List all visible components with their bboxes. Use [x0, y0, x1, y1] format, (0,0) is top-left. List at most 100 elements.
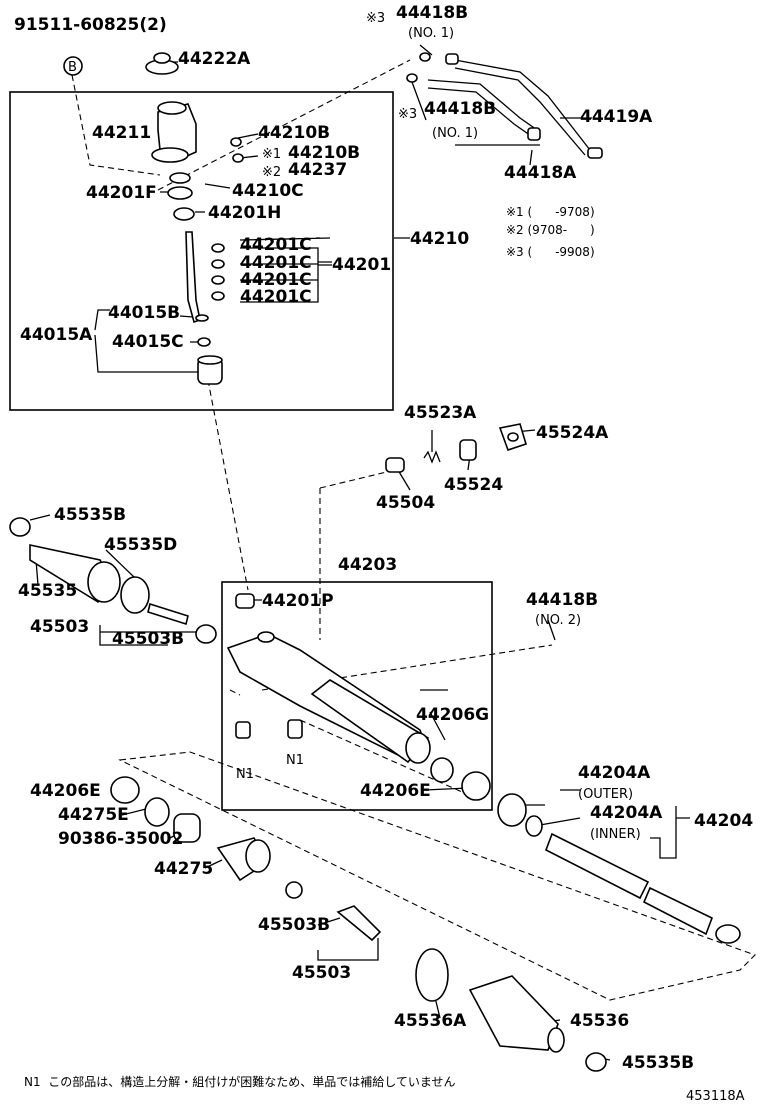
- seal-44206e-left: [110, 776, 140, 804]
- cap-44222a-top: [153, 52, 171, 64]
- bushing-44201h: [173, 207, 195, 221]
- clamp-45536a: [415, 948, 449, 1002]
- ref-mark-3-mid: ※3: [398, 107, 417, 122]
- label-91511: 91511-60825(2): [14, 15, 167, 35]
- note-2: ※2 (9708- ): [506, 223, 595, 237]
- ring-44015c: [197, 337, 211, 347]
- label-outer: (OUTER): [578, 787, 633, 802]
- ref-mark-2: ※2: [262, 165, 281, 180]
- rack-housing-port: [257, 631, 275, 643]
- label-44204: 44204: [694, 811, 753, 831]
- fitting-44419a-end: [587, 147, 603, 159]
- label-44203: 44203: [338, 555, 397, 575]
- label-44204a-inner: 44204A: [590, 803, 663, 823]
- tube-44419a-c: [427, 79, 541, 133]
- note-1: ※1 ( -9708): [506, 205, 595, 219]
- label-44210b-a: 44210B: [258, 123, 330, 143]
- rack-44204-end: [715, 924, 741, 944]
- label-44275e: 44275E: [58, 805, 129, 825]
- label-44201c-2: 44201C: [240, 253, 312, 273]
- label-44206e-right: 44206E: [360, 781, 431, 801]
- rack-44204-shaft: [642, 886, 714, 936]
- union-44418b-top: [419, 52, 431, 62]
- union-44418b-mid: [406, 73, 418, 83]
- boot-45535-end: [87, 561, 121, 603]
- label-45524: 45524: [444, 475, 503, 495]
- frame-44203: [221, 581, 493, 811]
- label-45536a: 45536A: [394, 1011, 467, 1031]
- footnote-n1: N1 この部品は、構造上分解・組付けが困難なため、単品では補給していません: [24, 1074, 456, 1089]
- label-44237: 44237: [288, 160, 347, 180]
- nut-45524a-hole: [507, 432, 519, 442]
- seal-44201c-3: [211, 275, 225, 285]
- clamp-45535d: [120, 576, 150, 614]
- sleeve-44275-end: [245, 839, 271, 873]
- label-44210b-b: 44210B: [288, 143, 360, 163]
- label-44418b-no2: 44418B: [526, 590, 598, 610]
- label-45535: 45535: [18, 581, 77, 601]
- ring-44275e: [144, 797, 170, 827]
- label-44418b-top: 44418B: [396, 3, 468, 23]
- seal-44206e-right: [461, 771, 491, 801]
- clamp-45535b-bot: [585, 1052, 607, 1072]
- tie-rod-end-45503b-bot: [285, 881, 303, 899]
- ref-mark-3-top: ※3: [366, 11, 385, 26]
- label-44418b-mid: 44418B: [424, 99, 496, 119]
- clamp-45535b-top: [9, 517, 31, 537]
- rack-44204: [545, 832, 650, 900]
- seal-44201c-4: [211, 291, 225, 301]
- label-45524a: 45524A: [536, 423, 609, 443]
- label-45503b-top: 45503B: [112, 629, 184, 649]
- label-44204a-outer: 44204A: [578, 763, 651, 783]
- label-44210c: 44210C: [232, 181, 304, 201]
- boot-45536-end: [547, 1027, 565, 1053]
- label-44210: 44210: [410, 229, 469, 249]
- label-45503b-bot: 45503B: [258, 915, 330, 935]
- guide-45504: [385, 457, 405, 473]
- label-45535b-top: 45535B: [54, 505, 126, 525]
- control-valve-shaft: [185, 231, 201, 324]
- label-n1-b: N1: [286, 753, 304, 768]
- label-b: B: [68, 60, 77, 75]
- label-45503-top: 45503: [30, 617, 89, 637]
- label-44015b: 44015B: [108, 303, 180, 323]
- label-no1-mid: (NO. 1): [432, 126, 478, 141]
- label-44201c-1: 44201C: [240, 235, 312, 255]
- valve-housing-top: [157, 101, 187, 115]
- fitting-44418a: [527, 127, 541, 141]
- seal-44201c-1: [211, 243, 225, 253]
- label-45535d: 45535D: [104, 535, 177, 555]
- label-no1-top: (NO. 1): [408, 26, 454, 41]
- figure-number: 453118A: [686, 1089, 745, 1104]
- seal-44206g: [430, 757, 454, 783]
- label-44211: 44211: [92, 123, 151, 143]
- oring-44210b-a: [230, 137, 242, 147]
- label-45536: 45536: [570, 1011, 629, 1031]
- plug-44201p: [235, 593, 255, 609]
- label-44201: 44201: [332, 255, 391, 275]
- label-44206g: 44206G: [416, 705, 489, 725]
- seal-44210c: [167, 186, 193, 200]
- label-44015a: 44015A: [20, 325, 93, 345]
- tie-rod-45503-left: [147, 602, 189, 626]
- oring-44210b-b: [232, 153, 244, 163]
- label-44201f: 44201F: [86, 183, 157, 203]
- screw-45524: [459, 439, 477, 461]
- label-90386: 90386-35002: [58, 829, 183, 849]
- frame-44210: [9, 91, 394, 411]
- ring-44204a-inner: [525, 815, 543, 837]
- part-n1-b: [287, 719, 303, 739]
- label-45504: 45504: [376, 493, 435, 513]
- seal-44201c-2: [211, 259, 225, 269]
- label-44201c-3: 44201C: [240, 270, 312, 290]
- bolt-b-circle: [63, 56, 83, 76]
- seal-44204a-outer: [497, 793, 527, 827]
- tube-44419a-b: [454, 67, 586, 156]
- tube-44419a: [454, 59, 591, 151]
- dashed-leaders: [71, 59, 553, 801]
- bushing-90386: [173, 813, 201, 843]
- label-44418a: 44418A: [504, 163, 577, 183]
- label-inner: (INNER): [590, 827, 641, 842]
- label-44206e-left: 44206E: [30, 781, 101, 801]
